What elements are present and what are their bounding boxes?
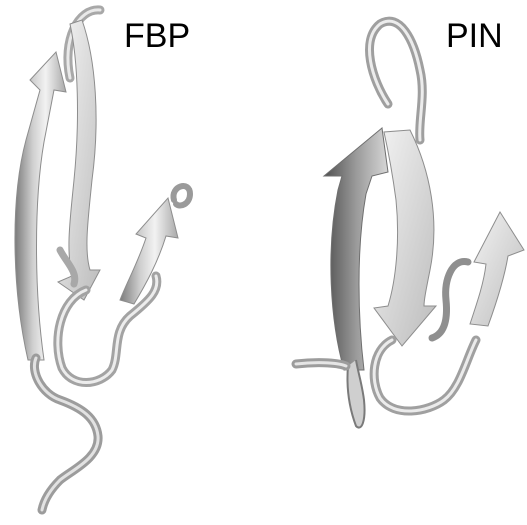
pin-label: PIN bbox=[446, 19, 503, 53]
fbp-label: FBP bbox=[124, 19, 190, 53]
fbp-strand-1 bbox=[15, 52, 66, 360]
pin-hook bbox=[432, 262, 468, 338]
fbp-small-loop bbox=[173, 186, 190, 206]
pin-ribbon-structure bbox=[296, 21, 524, 427]
fbp-ribbon-structure bbox=[15, 10, 190, 510]
fbp-strand-3 bbox=[120, 198, 178, 304]
pin-strand-3 bbox=[470, 212, 524, 326]
pin-top-loop bbox=[370, 21, 423, 140]
pin-strand-1 bbox=[324, 128, 388, 370]
